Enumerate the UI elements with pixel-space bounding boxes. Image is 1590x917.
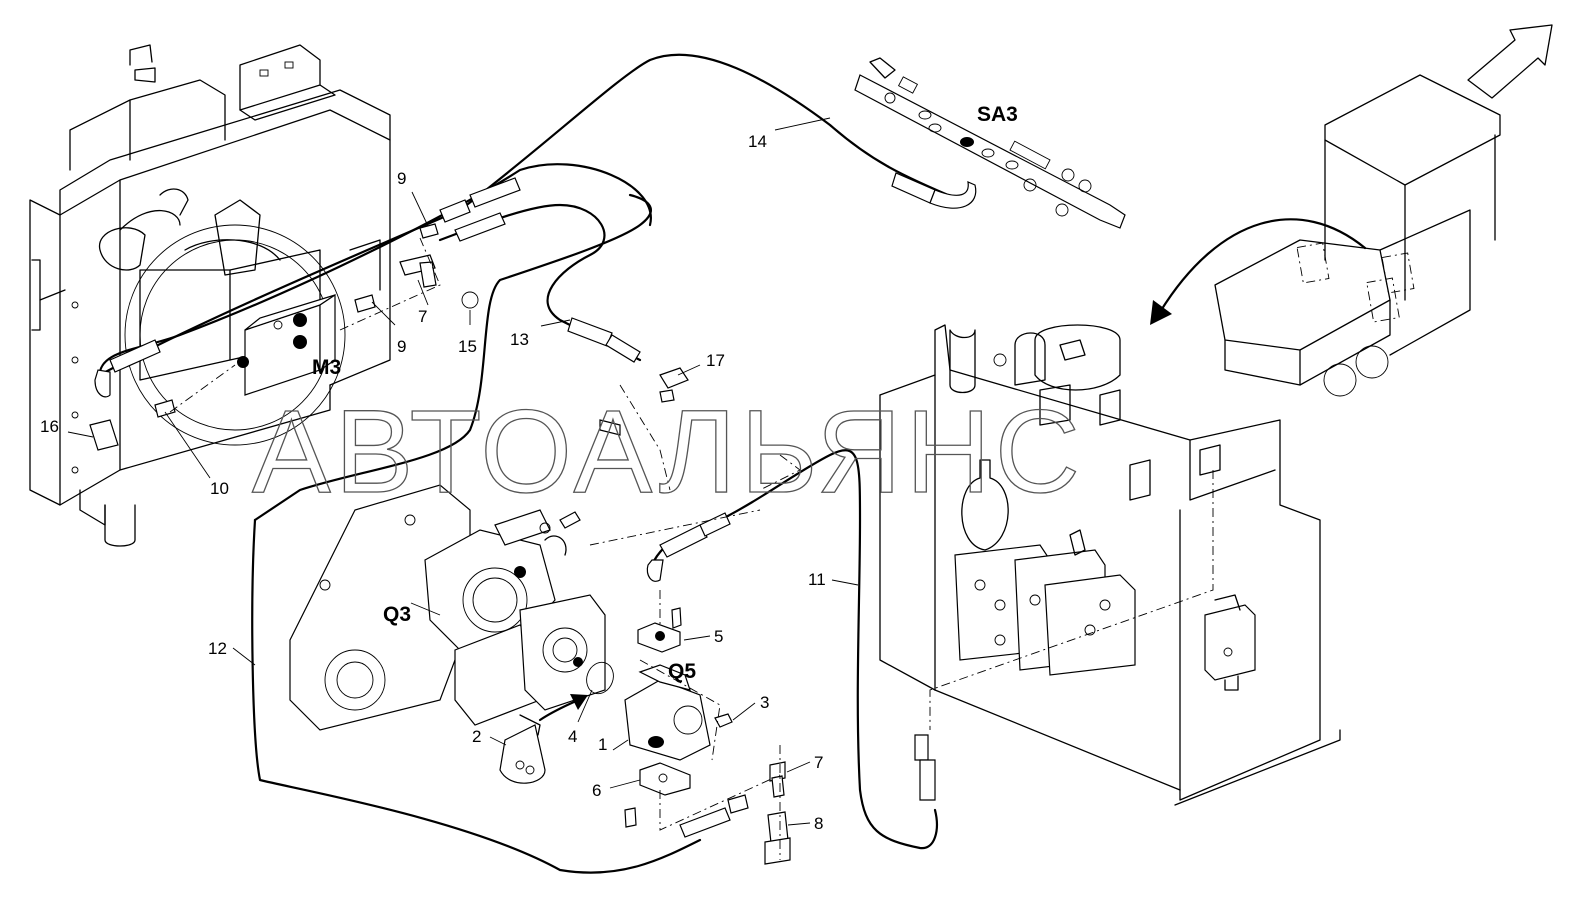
watermark-text: АВТОАЛЬЯНС [252, 386, 1084, 518]
hydraulic-tank [879, 324, 1341, 806]
label-q3: Q3 [383, 603, 411, 626]
machine-location-sketch [1150, 24, 1553, 397]
label-sa3: SA3 [977, 103, 1018, 126]
leader-lines [67, 117, 859, 826]
callout-12: 12 [208, 639, 227, 658]
radiator-assembly [29, 44, 391, 547]
callout-11: 11 [808, 570, 826, 589]
hoses-and-fittings [89, 53, 977, 874]
callout-2: 2 [472, 727, 481, 746]
callout-8: 8 [814, 814, 823, 833]
callout-14: 14 [748, 132, 767, 151]
label-q5: Q5 [668, 660, 696, 683]
callout-7-upper: 7 [418, 307, 427, 326]
callout-5: 5 [714, 627, 723, 646]
pump-q3 [289, 484, 614, 731]
callout-6: 6 [592, 781, 601, 800]
callout-13: 13 [510, 330, 529, 349]
callout-3: 3 [760, 693, 769, 712]
callout-1: 1 [598, 735, 607, 754]
callout-10: 10 [210, 479, 229, 498]
callout-16: 16 [40, 417, 59, 436]
distributor-sa3 [854, 57, 1126, 229]
callout-9-lower: 9 [397, 337, 406, 356]
callout-15: 15 [458, 337, 477, 356]
callout-4: 4 [568, 727, 577, 746]
assembly-centerlines [169, 237, 1214, 860]
pump-q5 [499, 607, 733, 828]
label-m3: M3 [312, 356, 341, 379]
callout-7-lower: 7 [814, 753, 823, 772]
callout-17: 17 [706, 351, 725, 370]
callout-9-upper: 9 [397, 169, 406, 188]
